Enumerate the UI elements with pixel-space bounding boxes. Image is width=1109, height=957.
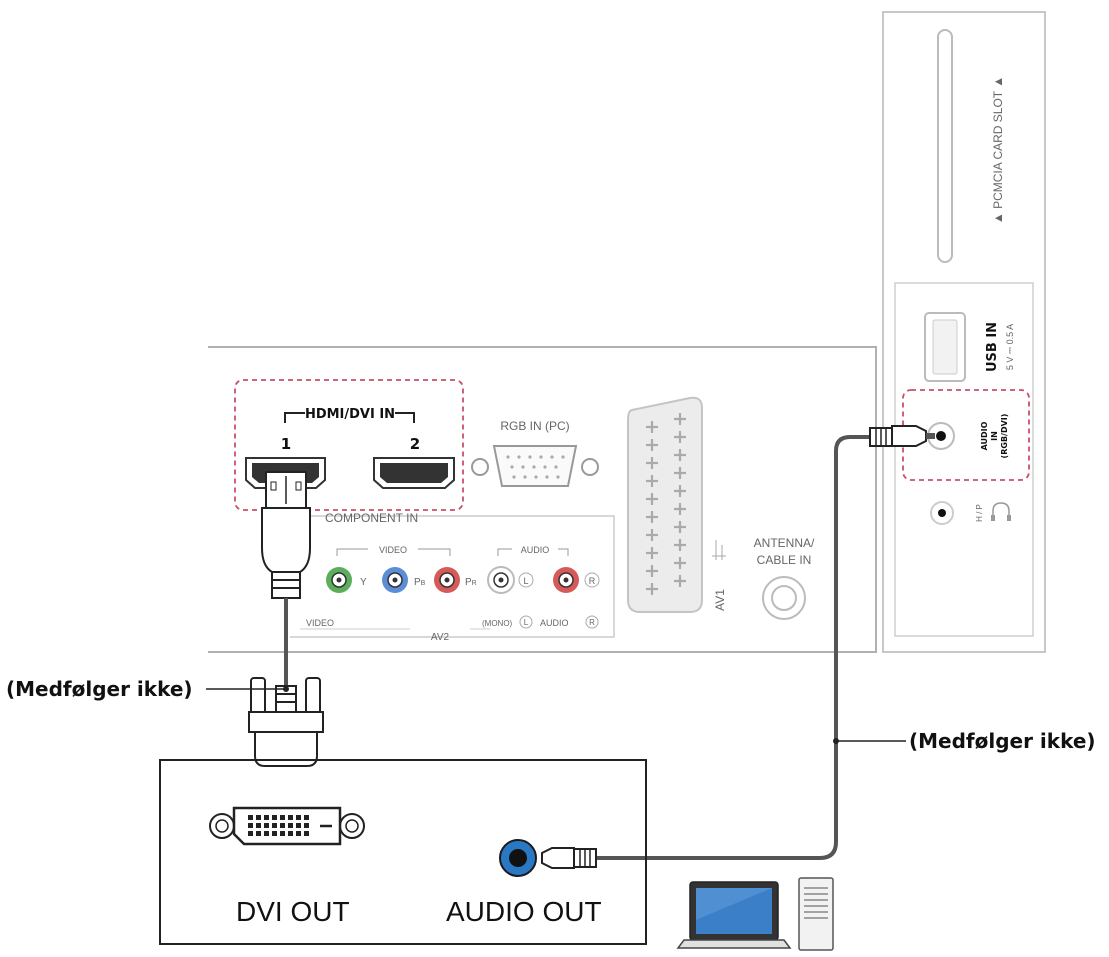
audio-in-label-2: IN [990, 431, 999, 441]
laptop-icon [676, 881, 792, 949]
dvi-out-port [209, 806, 365, 846]
usb-in-label: USB IN [985, 322, 1000, 372]
jack-pb [382, 567, 408, 593]
dvi-out-label: DVI OUT [236, 896, 350, 927]
antenna-label-line1: ANTENNA/ [754, 536, 815, 550]
av2-label: AV2 [431, 632, 450, 643]
video-group-label: VIDEO [379, 545, 407, 555]
jack-pr [434, 567, 460, 593]
component-in-label: COMPONENT IN [325, 511, 418, 525]
tv-side-panel: ▲ PCMCIA CARD SLOT ▲ USB IN 5 V ⎓ 0.5 A … [882, 11, 1046, 653]
audio-in-label-3: (RGB/DVI) [1000, 414, 1009, 459]
rgb-in-label: RGB IN (PC) [500, 419, 569, 433]
hdmi-port-2-number: 2 [410, 435, 420, 453]
headphone-icon [991, 502, 1011, 521]
audio-in-port [927, 422, 955, 450]
pc-output-panel [159, 759, 647, 945]
pcmcia-slot [937, 29, 953, 263]
audio-in-highlight-box [902, 389, 1030, 481]
usb-spec-label: 5 V ⎓ 0.5 A [1005, 324, 1015, 370]
av2-r-label: R [589, 618, 595, 627]
av2-l-label: L [524, 618, 529, 627]
av2-video-label: VIDEO [306, 618, 334, 628]
cable-right-label: (Medfølger ikke) [909, 729, 1096, 753]
jack-pb-label: PB [414, 577, 426, 588]
jack-l-label: L [523, 576, 528, 586]
rgb-in-port [471, 445, 599, 487]
antenna-label-line2: CABLE IN [757, 553, 812, 567]
audio-out-label: AUDIO OUT [446, 896, 602, 927]
audio-cable [541, 425, 935, 869]
headphone-label: H / P [975, 504, 984, 522]
jack-audio-l [487, 566, 515, 594]
hdmi-port-1-number: 1 [281, 435, 291, 453]
cable-left-label: (Medfølger ikke) [6, 677, 193, 701]
scart-port [627, 396, 703, 613]
headphone-port [930, 501, 954, 525]
jack-r-label: R [589, 576, 596, 586]
hdmi-port-2 [373, 457, 455, 489]
desktop-tower-icon [798, 877, 834, 951]
audio-group-label: AUDIO [521, 545, 550, 555]
tv-back-panel: HDMI/DVI IN 1 2 RGB IN (PC) COMPONEN [208, 346, 877, 653]
jack-y-label: Y [360, 577, 367, 588]
av2-mono-label: (MONO) [482, 619, 513, 628]
pcmcia-label: ▲ PCMCIA CARD SLOT ▲ [991, 76, 1005, 224]
dvi-hdmi-cable [248, 471, 324, 767]
audio-out-port [499, 839, 537, 877]
hdmi-highlight-box [234, 379, 464, 511]
av2-audio-label: AUDIO [540, 618, 569, 628]
av1-label: AV1 [713, 589, 727, 611]
av1-symbol [712, 540, 726, 560]
jack-audio-r [553, 567, 579, 593]
usb-port [924, 312, 966, 382]
jack-pr-label: PR [465, 577, 477, 588]
antenna-port [762, 576, 806, 620]
hdmi-dvi-in-label: HDMI/DVI IN [305, 407, 395, 422]
audio-in-label-1: AUDIO [980, 421, 989, 450]
jack-y [326, 567, 352, 593]
